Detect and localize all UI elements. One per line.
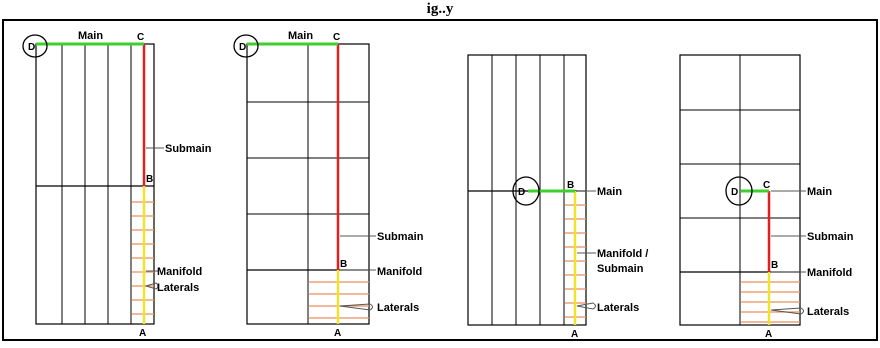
point-a: A [334,328,341,339]
laterals-pointer [770,307,804,315]
laterals-pointer [576,302,596,310]
manifold-label: Manifold [807,267,852,279]
submain-label: Submain [807,231,854,243]
manifold-submain-label-line1: Manifold / [597,248,648,260]
point-a: A [571,329,578,340]
submain-label: Submain [377,231,424,243]
figure-frame [2,19,878,341]
laterals-label: Laterals [807,306,849,318]
layout-panel-3: D B Main Manifold / Submain Laterals A [467,54,648,340]
laterals-label: Laterals [157,282,199,294]
water-source-circle [22,34,48,58]
point-b: B [771,260,778,271]
point-b: B [146,174,153,185]
point-b: B [340,259,347,270]
water-source-circle [725,176,753,206]
point-c: C [763,180,770,191]
manifold-label: Manifold [157,266,202,278]
point-c: C [333,32,340,43]
point-c: C [137,32,144,43]
point-a: A [139,328,146,339]
main-label: Main [597,186,622,198]
layout-panel-4: D C Main Submain B Manifold Laterals A [679,54,854,340]
water-source-circle [512,176,540,206]
point-d: D [239,42,246,53]
laterals-label: Laterals [597,302,639,314]
point-d: D [28,42,35,53]
main-label: Main [78,30,103,42]
layout-panel-2: Main C D Submain B Manifold Laterals A [233,30,424,339]
lateral-pipes [741,281,800,323]
field-boundary [35,43,155,325]
laterals-pointer [339,303,373,311]
point-d: D [518,187,525,198]
field-boundary [467,54,587,326]
figure-title-fragment: ig..y [427,1,454,17]
layout-panel-1: Main C D Submain B Manifold Laterals A [22,30,212,339]
point-b: B [567,180,574,191]
submain-label: Submain [165,143,212,155]
manifold-submain-label-line2: Submain [597,263,644,275]
laterals-pointer [144,282,159,290]
point-a: A [765,329,772,340]
main-label: Main [288,30,313,42]
laterals-label: Laterals [377,302,419,314]
manifold-label: Manifold [377,266,422,278]
point-d: D [731,187,738,198]
water-source-circle [233,34,259,58]
main-label: Main [807,186,832,198]
